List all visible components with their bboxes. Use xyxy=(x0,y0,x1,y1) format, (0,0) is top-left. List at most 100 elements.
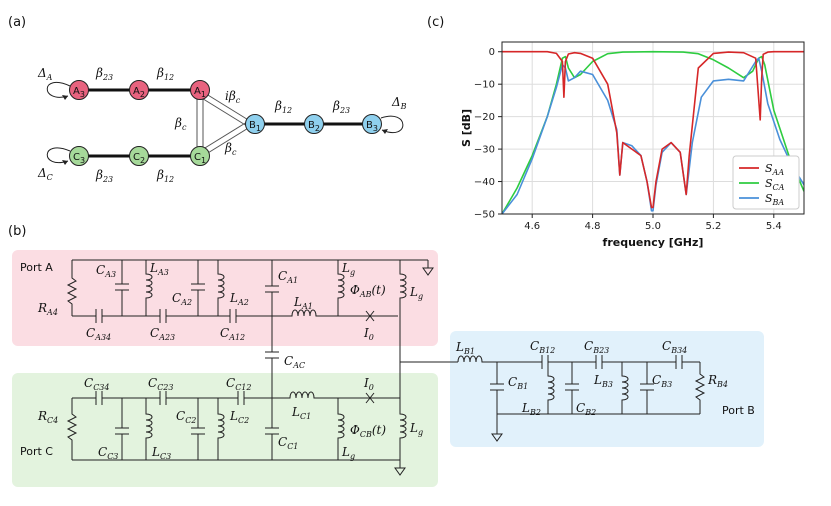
self-loop-c-arrow xyxy=(62,160,68,165)
x-tick-label: 5.0 xyxy=(645,221,661,232)
edge-c1-b1-a xyxy=(199,121,248,152)
region-port-a xyxy=(12,250,438,346)
resistor-ra4 xyxy=(66,260,78,316)
label-lb1: LB1 xyxy=(455,340,475,356)
label-la2: LA2 xyxy=(229,291,249,307)
node-a1: A1 xyxy=(190,80,210,100)
label-beta23-c: β23 xyxy=(95,168,113,184)
svg-text:A1: A1 xyxy=(194,86,206,99)
self-loop-a xyxy=(46,81,71,98)
label-betac-left: βc xyxy=(174,116,187,132)
inductor-lc1 xyxy=(272,391,400,399)
label-cb3: CB3 xyxy=(652,373,672,389)
edge-a1-b1-b xyxy=(199,96,248,127)
x-tick-label: 4.6 xyxy=(524,221,540,232)
label-cc2: CC2 xyxy=(176,409,196,425)
label-lg-a: Lg xyxy=(341,261,355,277)
label-cc23: CC23 xyxy=(148,376,174,392)
label-cc1: CC1 xyxy=(278,435,298,451)
svg-text:C3: C3 xyxy=(73,152,85,165)
label-beta23-a: β23 xyxy=(95,66,113,82)
self-loop-c xyxy=(46,147,71,164)
cap-ca12 xyxy=(229,309,237,323)
label-cc12: CC12 xyxy=(226,376,252,392)
region-port-c xyxy=(12,373,438,487)
label-cb1: CB1 xyxy=(508,375,528,391)
cap-ca23 xyxy=(159,309,167,323)
inductor-lg-right-c xyxy=(399,362,407,468)
self-loop-b xyxy=(380,115,404,133)
cap-cc2 xyxy=(191,398,205,460)
y-tick-label: −40 xyxy=(474,177,495,188)
circuit-a xyxy=(66,259,458,398)
label-cc34: CC34 xyxy=(84,376,110,392)
inductor-lb3 xyxy=(621,362,629,414)
x-tick-label: 5.4 xyxy=(766,221,782,232)
inductor-lg-right-a xyxy=(399,260,407,362)
svg-text:B2: B2 xyxy=(308,120,320,133)
cap-cb1 xyxy=(490,362,504,428)
y-tick-label: 0 xyxy=(489,47,495,58)
cap-cb3 xyxy=(640,362,654,414)
label-beta23-b: β23 xyxy=(332,99,350,115)
panel-b-label: (b) xyxy=(8,224,26,239)
cap-ca2 xyxy=(191,260,205,316)
label-cb23: CB23 xyxy=(584,339,609,355)
label-la1: LA1 xyxy=(293,295,313,311)
region-port-b xyxy=(450,331,764,447)
node-b2: B2 xyxy=(304,114,324,134)
node-b3: B3 xyxy=(362,114,382,134)
panel-a: (a) A3 A2 A1 B1 B2 B3 C3 xyxy=(8,15,407,184)
label-delta-c: ΔC xyxy=(37,166,53,182)
svg-text:A2: A2 xyxy=(133,86,145,99)
inductor-lc3 xyxy=(145,398,153,460)
series-line-ca xyxy=(502,50,804,214)
label-ca1: CA1 xyxy=(278,269,298,285)
label-lg-c: Lg xyxy=(341,445,355,461)
label-cb12: CB12 xyxy=(530,339,555,355)
label-rc4: RC4 xyxy=(37,409,58,425)
junction-i0-c xyxy=(365,392,375,404)
junction-i0-a xyxy=(365,310,375,322)
circuit-b xyxy=(457,355,706,442)
label-ibetac: iβc xyxy=(225,89,241,105)
svg-text:B1: B1 xyxy=(249,120,261,133)
port-c-label: Port C xyxy=(20,445,53,458)
label-lc3: LC3 xyxy=(151,445,171,461)
inductor-lg-c xyxy=(337,398,345,460)
panel-a-label: (a) xyxy=(8,15,26,30)
node-b1: B1 xyxy=(245,114,265,134)
svg-text:C1: C1 xyxy=(194,152,206,165)
label-lc2: LC2 xyxy=(229,409,249,425)
label-rb4: RB4 xyxy=(707,373,728,389)
label-phi-ab: ΦAB(t) xyxy=(350,283,386,299)
label-betac-bottom: βc xyxy=(224,141,237,157)
label-i0-c: I0 xyxy=(363,376,374,392)
label-ca23: CA23 xyxy=(150,326,175,342)
label-delta-b: ΔB xyxy=(391,95,407,111)
label-ca3: CA3 xyxy=(96,263,116,279)
inductor-la3 xyxy=(145,260,153,316)
label-lc1: LC1 xyxy=(291,405,311,421)
edge-a1-b1-a xyxy=(202,91,251,122)
node-c2: C2 xyxy=(129,146,149,166)
legend-label: SAA xyxy=(765,162,784,177)
panel-b: (b) Port A Port C Port B xyxy=(8,224,764,487)
circuit-labels: CA3 LA3 CA2 LA2 CA1 LA1 Lg ΦAB(t) Lg RA4… xyxy=(37,261,728,461)
chart-lines xyxy=(502,50,804,214)
node-a3: A3 xyxy=(69,80,89,100)
graph-labels: β23 β12 iβc βc βc β12 β23 β23 β12 ΔA ΔB … xyxy=(37,66,407,184)
label-cb34: CB34 xyxy=(662,339,687,355)
cap-ca3 xyxy=(115,260,129,316)
chart-y-label: S [dB] xyxy=(460,109,473,147)
ground-b xyxy=(491,428,503,442)
cap-cc23 xyxy=(159,391,167,405)
node-c3: C3 xyxy=(69,146,89,166)
cap-ca34 xyxy=(95,309,103,323)
y-tick-label: −30 xyxy=(474,145,495,156)
inductor-la1 xyxy=(272,309,398,317)
node-a2: A2 xyxy=(129,80,149,100)
cap-cb34 xyxy=(675,355,683,369)
label-lb2: LB2 xyxy=(521,401,541,417)
